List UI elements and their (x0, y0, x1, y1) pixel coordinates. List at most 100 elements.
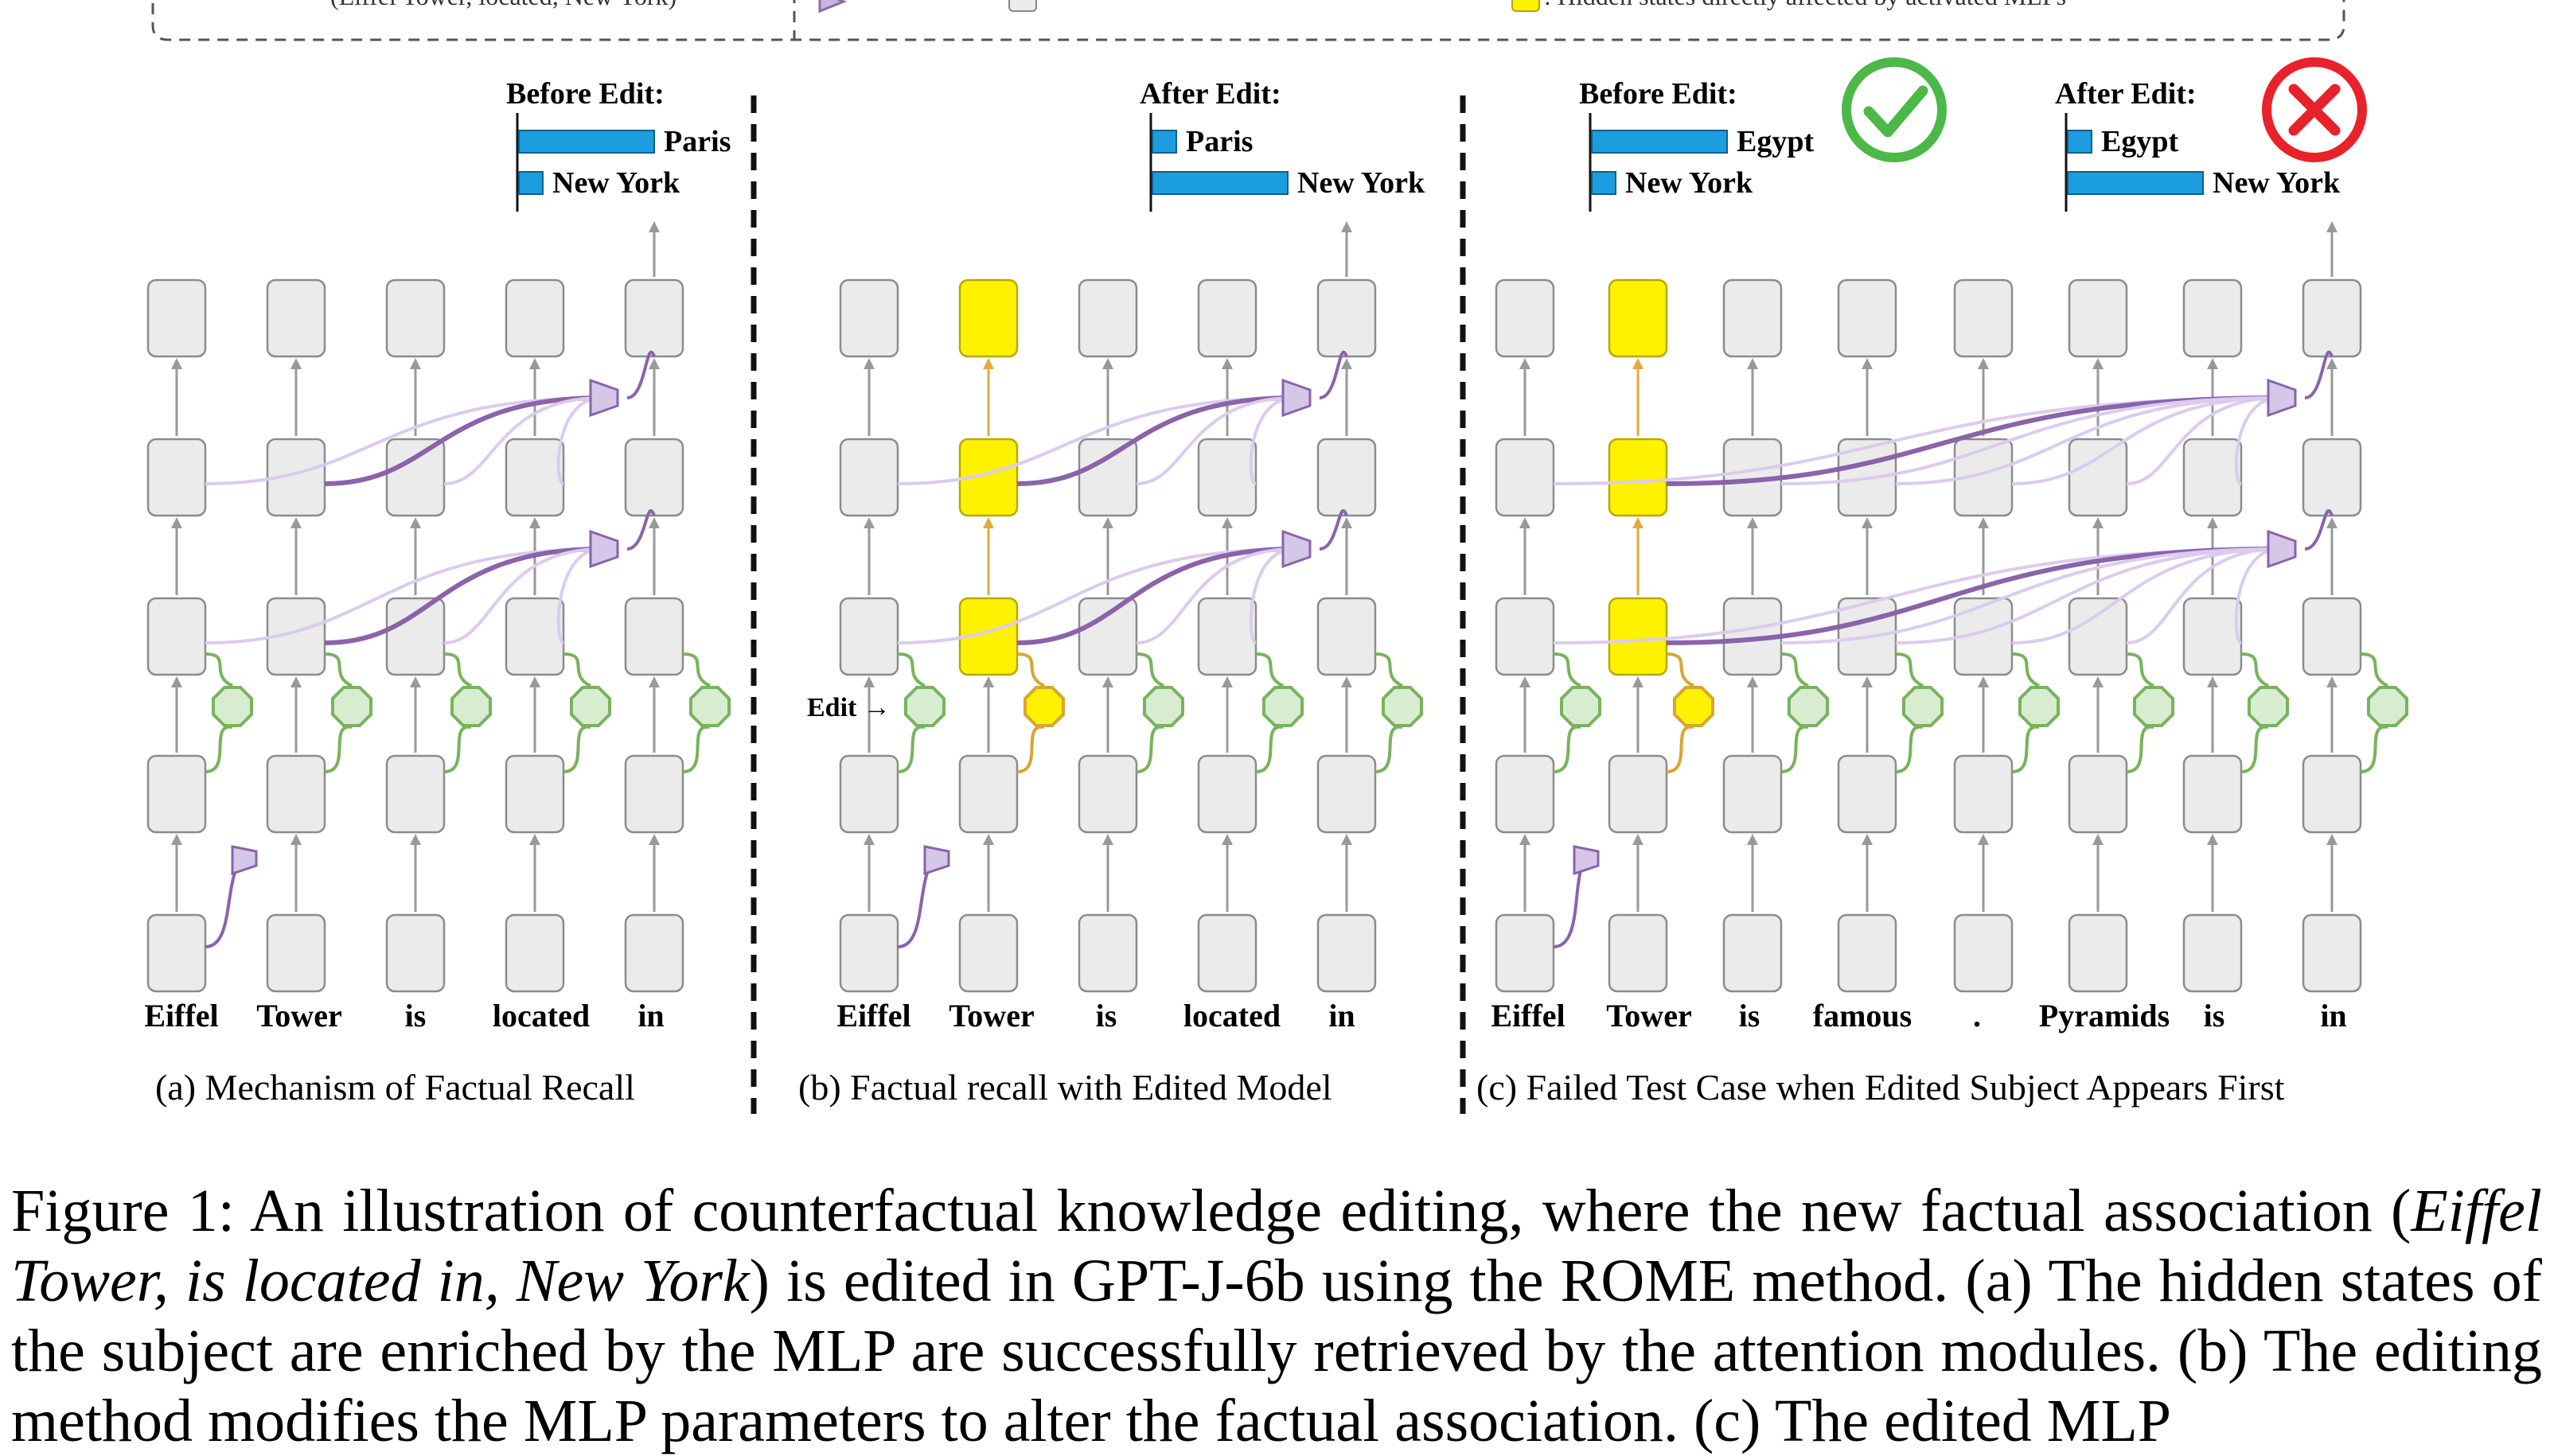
attention-module (231, 845, 258, 876)
arrowhead (1341, 358, 1352, 369)
arrowhead (1519, 834, 1530, 845)
mlp-octagon (1142, 685, 1185, 728)
attention-curve (443, 547, 602, 644)
mlp-octagon (2247, 685, 2290, 728)
hidden-state-box (1837, 754, 1897, 834)
bar (2067, 171, 2204, 195)
mlp-connector (2240, 652, 2269, 687)
arrowhead (2326, 676, 2338, 687)
token-label: is (2204, 998, 2225, 1034)
bar (1591, 130, 1728, 154)
bar-chart-title: After Edit: (1140, 77, 1281, 111)
hidden-state-box (1837, 913, 1897, 993)
attention-curve (2234, 396, 2280, 485)
bar (1152, 171, 1289, 195)
arrowhead (529, 676, 540, 687)
arrowhead (2092, 834, 2104, 845)
bar (1591, 171, 1616, 195)
arrowhead (2326, 221, 2338, 232)
mlp-connector (1553, 725, 1581, 773)
hidden-state-box (385, 754, 446, 834)
caption-italic: Eiffel Tower, is located in, New York (11, 1178, 2542, 1314)
hidden-state-box (1197, 278, 1257, 358)
hidden-state-box (839, 754, 899, 834)
arrowhead (1222, 834, 1233, 845)
arrowhead (410, 517, 421, 528)
arrowhead (1102, 358, 1113, 369)
mlp-connector (1666, 725, 1694, 773)
mlp-connector (324, 725, 353, 773)
hidden-state-box (624, 754, 684, 834)
mlp-connector (205, 652, 233, 687)
attention-curve (2234, 547, 2280, 644)
arrowhead (864, 517, 875, 528)
mlp-octagon (2018, 685, 2061, 728)
attention-curve (1319, 509, 1348, 551)
mlp-connector (2360, 652, 2388, 687)
bar-label: New York (1625, 166, 1753, 200)
mlp-connector (2126, 725, 2154, 773)
hidden-state-box (266, 754, 326, 834)
hidden-state-box (1078, 438, 1138, 517)
token-label: is (1096, 998, 1117, 1034)
mlp-connector (682, 725, 711, 773)
hidden-state-box (1197, 597, 1257, 676)
attention-curve (205, 396, 602, 485)
arrowhead (1341, 221, 1352, 232)
arrowhead (864, 834, 875, 845)
token-label: Tower (1606, 998, 1691, 1034)
panel-caption-c: (c) Failed Test Case when Edited Subject… (1476, 1067, 2285, 1108)
arrowhead (2207, 358, 2218, 369)
mlp-connector (324, 652, 353, 687)
hidden-state-box (839, 597, 899, 676)
affected-state-legend-icon (1511, 0, 1540, 12)
attention-curve (1780, 547, 2280, 644)
hidden-state-box (1316, 913, 1377, 993)
attention-curve (2126, 396, 2280, 485)
attention-curve (1666, 547, 2280, 645)
arrowhead (2092, 517, 2104, 528)
attention-curve (205, 547, 602, 644)
arrowhead (410, 676, 421, 687)
arrowhead (1862, 676, 1873, 687)
token-label: Eiffel (144, 998, 218, 1034)
token-label: Eiffel (1491, 998, 1565, 1034)
mlp-octagon (1901, 685, 1944, 728)
hidden-state-box (2302, 913, 2362, 993)
hidden-state-box (1316, 754, 1377, 834)
mlp-connector (682, 652, 711, 687)
bar (2067, 130, 2092, 154)
hidden-state-box (146, 278, 207, 358)
arrowhead (529, 834, 540, 845)
bar-label: New York (2213, 166, 2341, 200)
hidden-state-box (1953, 913, 2014, 993)
token-label: famous (1813, 998, 1912, 1034)
bar-label: Egypt (2101, 125, 2178, 158)
hidden-state-box (505, 754, 565, 834)
attention-curve (1895, 547, 2280, 644)
mlp-connector (2240, 725, 2269, 773)
edit-label: Edit → (807, 693, 891, 722)
hidden-state-box (1078, 913, 1138, 993)
hidden-state-box (958, 754, 1019, 834)
mlp-connector (1255, 652, 1284, 687)
arrowhead (1747, 358, 1758, 369)
mlp-connector (2360, 725, 2388, 773)
bar-label: New York (1297, 166, 1425, 200)
hidden-state-box (266, 913, 326, 993)
hidden-state-box (2068, 754, 2128, 834)
hidden-state-box (1197, 438, 1257, 517)
mlp-connector (443, 725, 472, 773)
attention-curve (1319, 350, 1348, 399)
attention-curve (2304, 350, 2334, 399)
bar-label: Egypt (1737, 125, 1814, 158)
arrowhead (1862, 358, 1873, 369)
hidden-state-box (1495, 597, 1555, 676)
hidden-state-box (1197, 913, 1257, 993)
mlp-connector (2011, 725, 2040, 773)
hidden-state-box (624, 278, 684, 358)
hidden-state-box (1197, 754, 1257, 834)
mlp-connector (1136, 652, 1164, 687)
arrowhead (983, 834, 994, 845)
